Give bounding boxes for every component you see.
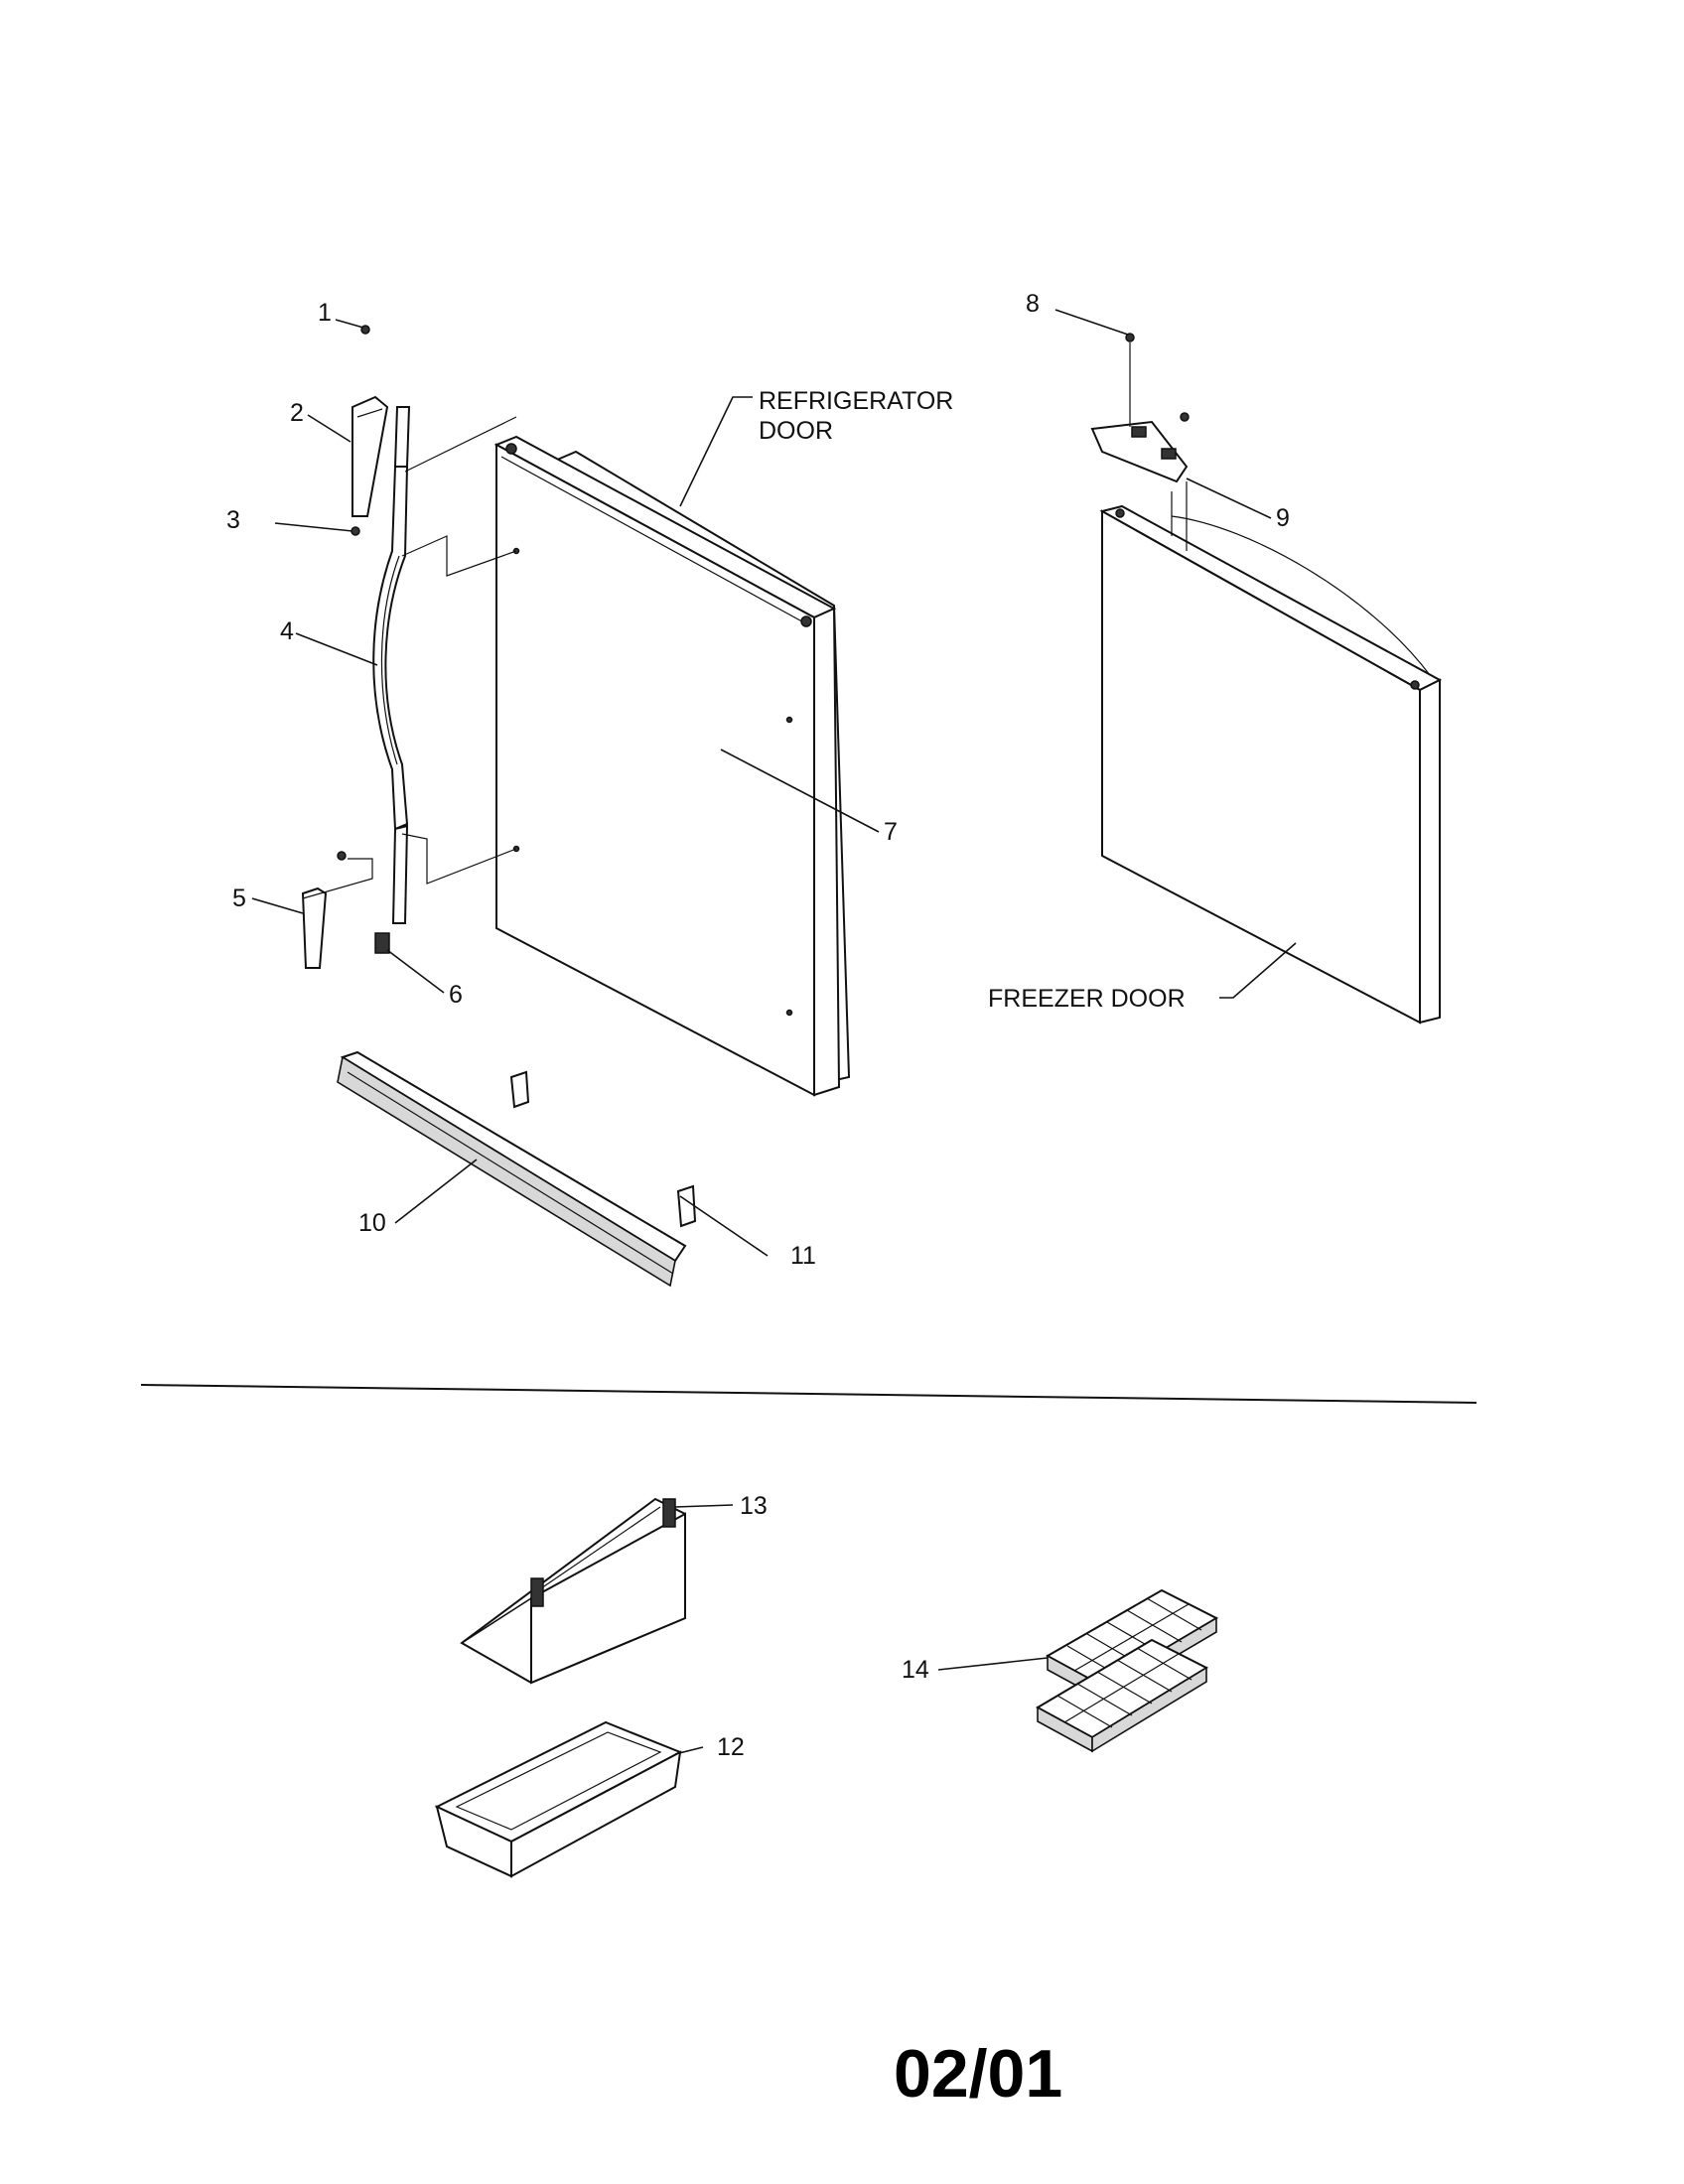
date-code: 02/01: [894, 2036, 1062, 2112]
callout-11: 11: [790, 1242, 816, 1270]
callout-1: 1: [318, 299, 332, 327]
handle-assembly: [301, 325, 517, 969]
section-divider: [140, 1384, 1477, 1404]
door-shelf-rail: [337, 1050, 697, 1288]
callout-7: 7: [884, 818, 898, 846]
callout-2: 2: [290, 399, 304, 427]
handle-top-cap: [351, 395, 389, 517]
leader-lines: [251, 309, 1297, 1755]
refrigerator-door-label-line1: REFRIGERATOR: [759, 387, 953, 415]
callout-3: 3: [226, 506, 240, 534]
callout-numbers: 1 2 3 4 5 6 7 8 9 10 11 12 13 14: [226, 290, 1290, 1761]
ice-trays: [1035, 1588, 1219, 1753]
refrigerator-door-label-line2: DOOR: [759, 417, 833, 445]
callout-13: 13: [740, 1492, 768, 1520]
callout-9: 9: [1276, 504, 1290, 532]
refrigerator-door: [493, 435, 851, 1097]
callout-5: 5: [232, 885, 246, 912]
freezer-door-label: FREEZER DOOR: [988, 985, 1186, 1013]
callout-10: 10: [358, 1209, 386, 1237]
freezer-hinge: [1090, 420, 1189, 483]
handle-bottom-cap: [301, 887, 328, 969]
callout-14: 14: [902, 1656, 929, 1684]
freezer-door: [1090, 333, 1443, 1024]
tray: [434, 1720, 683, 1878]
callout-8: 8: [1026, 290, 1040, 318]
callout-12: 12: [717, 1733, 745, 1761]
callout-4: 4: [280, 617, 294, 645]
handle-bar: [372, 466, 409, 831]
handle-clip: [374, 932, 390, 954]
callout-6: 6: [449, 981, 463, 1009]
door-bin: [460, 1497, 686, 1685]
